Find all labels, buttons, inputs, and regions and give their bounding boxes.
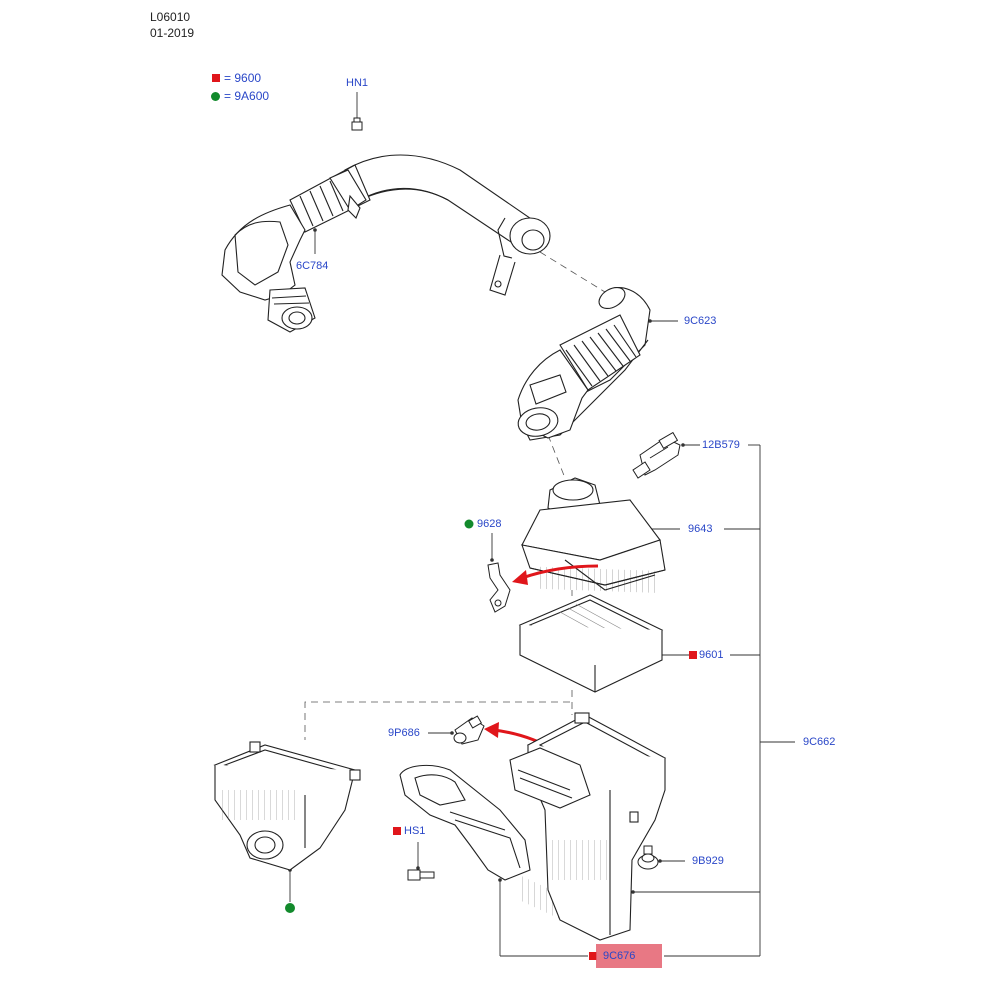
- label-9p686[interactable]: 9P686: [388, 727, 420, 739]
- green-dot-icon: [211, 91, 220, 101]
- drawing-date: 01-2019: [150, 26, 195, 40]
- clip-9628: [487, 562, 511, 613]
- sensor-9p686: [453, 715, 485, 745]
- hs1-bolt: [407, 869, 435, 881]
- housing-detail-view: [213, 741, 361, 871]
- marker-9c676: [589, 952, 597, 960]
- legend-square: = 9600: [212, 71, 261, 85]
- grommet-9b929: [637, 845, 659, 870]
- arrow-heads: [484, 570, 528, 738]
- label-9601[interactable]: 9601: [699, 649, 724, 661]
- sensor-12b579: [632, 431, 681, 479]
- selected-part-highlight: [596, 944, 662, 968]
- label-12b579[interactable]: 12B579: [702, 439, 740, 451]
- marker-9628: [464, 519, 474, 529]
- label-9643[interactable]: 9643: [688, 523, 713, 535]
- legend-square-label: = 9600: [224, 71, 262, 85]
- leader-lines: [289, 92, 795, 957]
- label-hn1[interactable]: HN1: [346, 77, 369, 89]
- inlet-duct: [399, 764, 531, 881]
- label-9c662[interactable]: 9C662: [803, 736, 836, 748]
- label-9b929[interactable]: 9B929: [692, 855, 724, 867]
- label-9c676[interactable]: 9C676: [603, 950, 636, 962]
- label-9c623[interactable]: 9C623: [684, 315, 717, 327]
- red-square-icon: [212, 74, 220, 82]
- label-hs1[interactable]: HS1: [404, 825, 426, 837]
- label-9628[interactable]: 9628: [477, 518, 502, 530]
- intake-tube-6c784: [221, 154, 551, 333]
- drawing-code: L06010: [150, 10, 191, 24]
- hn1-nut: [351, 117, 363, 131]
- marker-hs1: [393, 827, 401, 835]
- air-cleaner-cover-9643: [521, 477, 666, 593]
- center-dash-lines: [304, 251, 606, 740]
- legend-circle-label: = 9A600: [224, 89, 270, 103]
- bellows-hose-9c623: [517, 286, 651, 441]
- legend-circle: = 9A600: [211, 89, 269, 103]
- marker-9601: [689, 651, 697, 659]
- air-cleaner-housing-9c676: [509, 712, 667, 941]
- label-6c784[interactable]: 6C784: [296, 260, 329, 272]
- marker-left-box: [285, 903, 295, 913]
